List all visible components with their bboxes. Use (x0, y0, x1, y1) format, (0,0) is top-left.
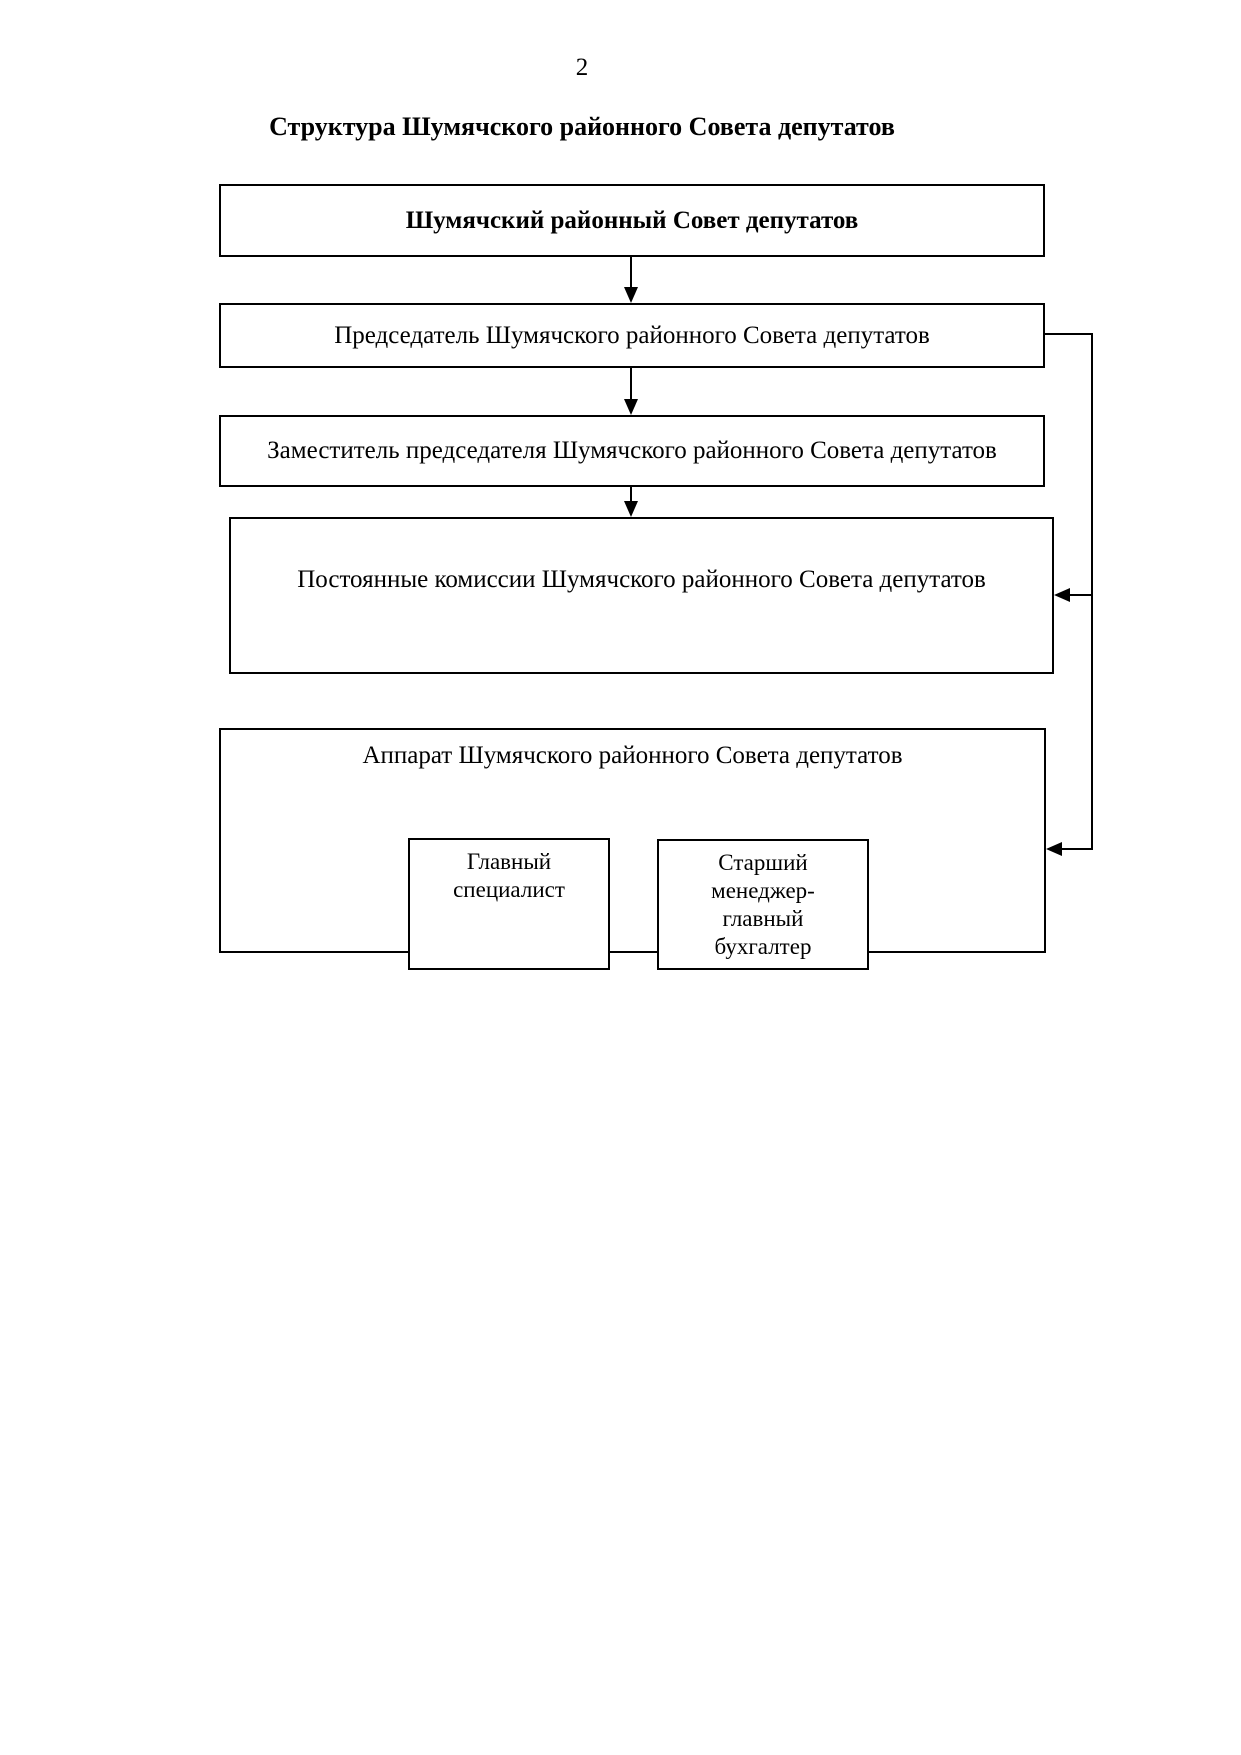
connector-branch-commissions-head (1054, 588, 1070, 602)
org-box-chief-specialist: Главный специалист (408, 838, 610, 970)
arrow-council-to-chairman-head (624, 287, 638, 303)
connector-right-vertical (1091, 333, 1093, 850)
arrow-chairman-to-deputy-head (624, 399, 638, 415)
diagram-title: Структура Шумячского районного Совета де… (269, 112, 895, 141)
page-number: 2 (575, 54, 589, 81)
org-box-deputy-chairman-label: Заместитель председателя Шумячского райо… (267, 437, 997, 465)
org-box-commissions: Постоянные комиссии Шумячского районного… (229, 517, 1054, 674)
connector-branch-apparatus-line (1054, 848, 1093, 850)
org-box-senior-manager-label: Старший менеджер- главный бухгалтер (711, 850, 815, 960)
org-box-chairman: Председатель Шумячского районного Совета… (219, 303, 1045, 368)
arrow-council-to-chairman-line (630, 257, 632, 289)
connector-branch-commissions-line (1062, 594, 1093, 596)
org-box-senior-manager: Старший менеджер- главный бухгалтер (657, 839, 869, 970)
org-box-commissions-label: Постоянные комиссии Шумячского районного… (297, 566, 986, 593)
org-box-council-label: Шумячский районный Совет депутатов (405, 206, 859, 234)
arrow-deputy-to-commissions-head (624, 501, 638, 517)
org-box-chairman-label: Председатель Шумячского районного Совета… (334, 321, 930, 349)
arrow-deputy-to-commissions-line (630, 487, 632, 503)
connector-branch-apparatus-head (1046, 842, 1062, 856)
connector-chairman-stub (1045, 333, 1093, 335)
org-box-chief-specialist-label: Главный специалист (453, 849, 565, 903)
org-box-apparatus-label: Аппарат Шумячского районного Совета депу… (362, 742, 903, 769)
org-box-apparatus: Аппарат Шумячского районного Совета депу… (219, 728, 1046, 953)
org-box-deputy-chairman: Заместитель председателя Шумячского райо… (219, 415, 1045, 487)
arrow-chairman-to-deputy-line (630, 368, 632, 401)
org-box-council: Шумячский районный Совет депутатов (219, 184, 1045, 257)
